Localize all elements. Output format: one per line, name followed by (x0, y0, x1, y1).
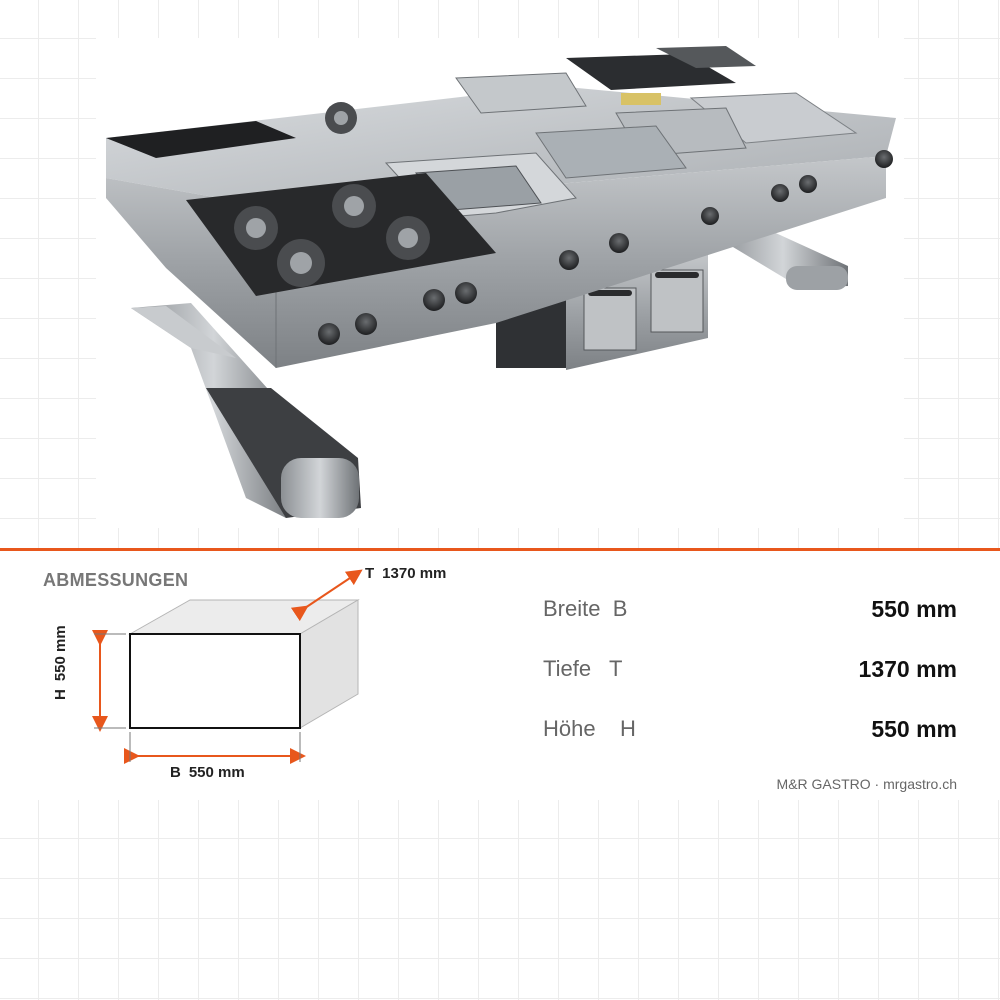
fryer-basins (384, 72, 747, 219)
gas-burners (106, 102, 496, 296)
spec-row-depth: Tiefe T 1370 mm (543, 656, 957, 686)
spec-name: Breite B (543, 596, 628, 621)
spec-row-width: Breite B 550 mm (543, 596, 957, 626)
dimensions-title: ABMESSUNGEN (43, 570, 189, 590)
control-knobs (318, 150, 893, 345)
height-label: H550 mm (52, 625, 69, 700)
box-front-face (129, 633, 301, 729)
spec-value: 1370 mm (858, 656, 957, 682)
depth-arrow (290, 569, 363, 622)
spec-row-height: Höhe H 550 mm (543, 716, 957, 746)
cooking-island-illustration (106, 46, 896, 518)
spec-name: Höhe H (543, 716, 636, 741)
spec-value: 550 mm (871, 716, 957, 742)
dimension-box-diagram (92, 569, 363, 764)
accent-divider (0, 548, 1000, 551)
spec-value: 550 mm (871, 596, 957, 622)
front-leg (131, 303, 361, 518)
brand-footer: M&R GASTRO · mrgastro.ch (776, 776, 957, 792)
spec-name: Tiefe T (543, 656, 623, 681)
product-photo (96, 38, 904, 528)
